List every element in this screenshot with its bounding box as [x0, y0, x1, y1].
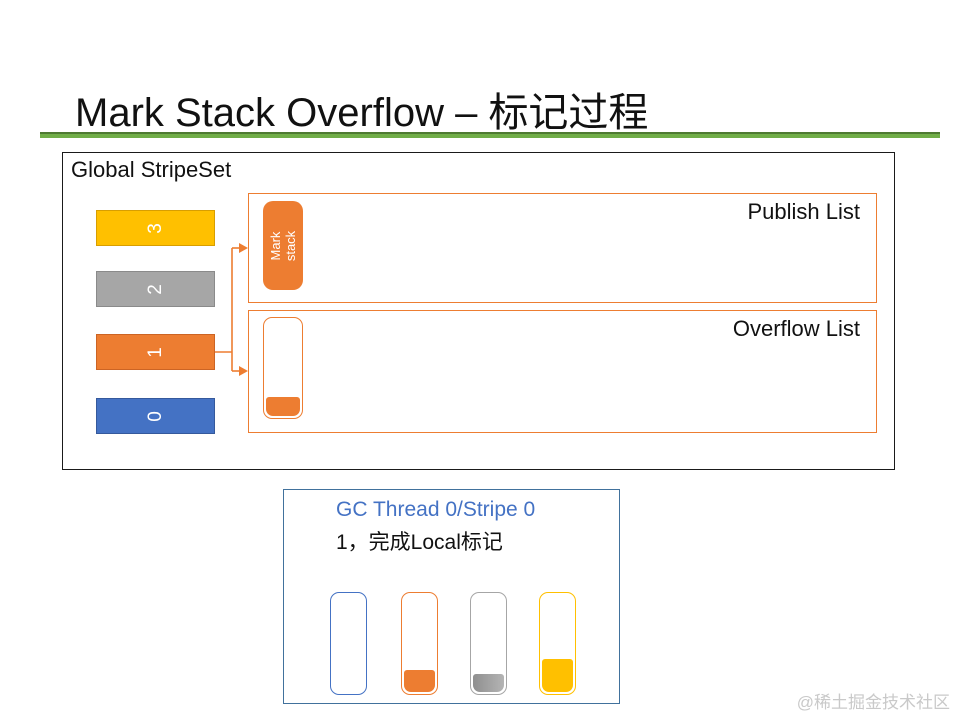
- overflow-list-panel: Overflow List: [248, 310, 877, 433]
- gc-slot-blue: [330, 592, 367, 695]
- gc-slot-gray-fill: [473, 673, 504, 692]
- stripe-bar-3: 3: [96, 210, 215, 246]
- global-stripeset-label: Global StripeSet: [71, 157, 232, 182]
- publish-list-panel: Publish List Mark stack: [248, 193, 877, 303]
- gc-slot-yellow: [539, 592, 576, 695]
- gc-thread-title: GC Thread 0/Stripe 0: [336, 498, 536, 521]
- overflow-buffer-shape: [263, 317, 303, 419]
- global-stripeset-panel: Global StripeSet 3 2 1 0 Publish List Ma…: [62, 152, 895, 470]
- publish-list-label: Publish List: [747, 199, 860, 224]
- stripe-bar-2-label: 2: [144, 283, 166, 295]
- gc-slot-orange: [401, 592, 438, 695]
- stripe-bar-2: 2: [96, 271, 215, 307]
- gc-slot-gray: [470, 592, 507, 695]
- arrowhead-to-overflow-list: [239, 366, 248, 376]
- overflow-buffer-fill: [266, 397, 300, 416]
- mark-stack-shape: Mark stack: [263, 201, 303, 290]
- gc-thread-panel: GC Thread 0/Stripe 0 1，完成Local标记: [283, 489, 620, 704]
- stripe-bar-1: 1: [96, 334, 215, 370]
- gc-slot-orange-fill: [404, 669, 435, 692]
- stripe-bar-0-label: 0: [144, 410, 166, 422]
- stripe-bar-0: 0: [96, 398, 215, 434]
- stripe-bar-3-label: 3: [144, 222, 166, 234]
- watermark: @稀土掘金技术社区: [796, 693, 950, 712]
- title-underline-rule: [40, 132, 940, 138]
- overflow-list-label: Overflow List: [732, 316, 860, 341]
- mark-stack-label: Mark stack: [268, 230, 298, 261]
- stripe-bar-1-label: 1: [144, 346, 166, 358]
- slide-title: Mark Stack Overflow – 标记过程: [75, 91, 649, 135]
- arrowhead-to-publish-list: [239, 243, 248, 253]
- gc-slot-yellow-fill: [542, 658, 573, 692]
- gc-thread-subtitle: 1，完成Local标记: [336, 531, 503, 554]
